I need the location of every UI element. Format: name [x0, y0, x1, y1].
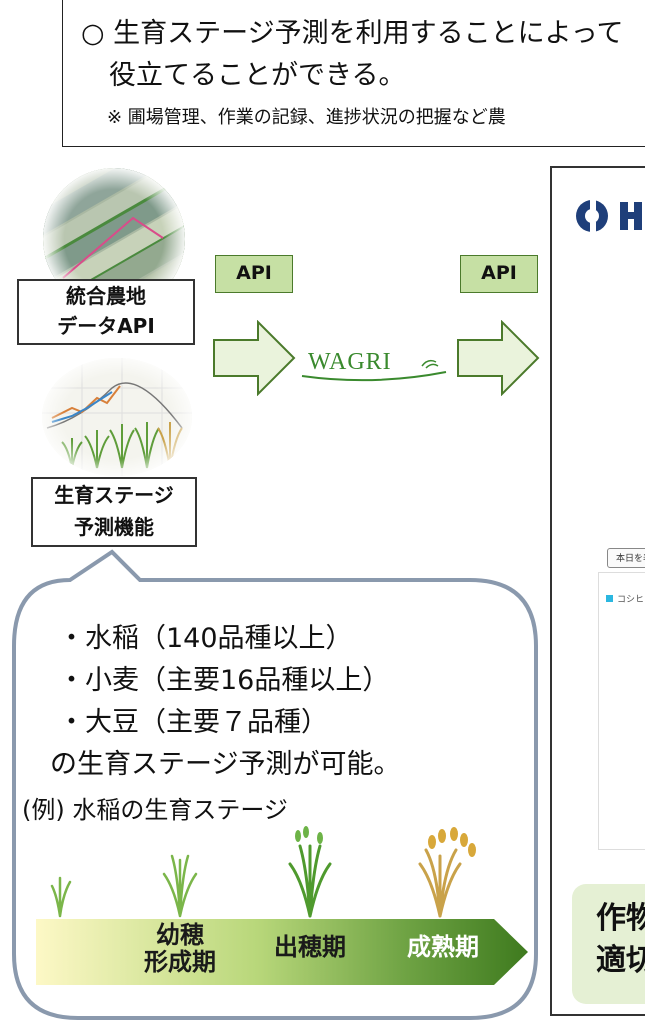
- bubble-example-caption: (例) 水稲の生育ステージ: [22, 796, 288, 824]
- arrow-right-icon: [213, 320, 296, 396]
- bubble-item-rice: ・水稲（140品種以上）: [58, 623, 353, 654]
- app-screenshot-panel: 本日を表 コシヒカリ 作物 適切: [550, 166, 645, 1016]
- header-line-2: 役立てることができる。: [109, 60, 406, 91]
- api-tag-right: API: [460, 255, 538, 293]
- wagri-logo-text: WAGRI: [308, 349, 392, 375]
- app-logo-icon: [576, 196, 642, 236]
- stage-panicle-formation-line-2: 形成期: [144, 948, 216, 976]
- bubble-item-soybean: ・大豆（主要７品種）: [58, 707, 328, 738]
- panel-callout-text: 作物 適切: [596, 898, 645, 982]
- stage-heading: 出穂期: [274, 933, 346, 961]
- speech-bubble: [12, 549, 538, 1020]
- stage-maturity: 成熟期: [407, 933, 479, 961]
- stage-panicle-formation: 幼穂 形成期: [132, 922, 228, 976]
- arrow-right-icon: [457, 320, 540, 396]
- growth-label-line-2: 予測機能: [74, 515, 154, 539]
- farmland-label-line-1: 統合農地: [66, 284, 146, 308]
- stage-panicle-formation-line-1: 幼穂: [156, 921, 204, 949]
- header-line-1: ○ 生育ステージ予測を利用することによって: [81, 18, 624, 49]
- panel-callout: [572, 884, 645, 1004]
- farmland-data-api-label: 統合農地 データAPI: [17, 279, 195, 345]
- legend-swatch: [606, 595, 613, 602]
- panel-callout-line-2: 適切: [596, 943, 645, 978]
- variety-legend: コシヒカリ: [606, 592, 645, 605]
- legend-label: コシヒカリ: [617, 595, 645, 605]
- chart-area: [598, 572, 645, 850]
- api-tag-left: API: [215, 255, 293, 293]
- bubble-item-wheat: ・小麦（主要16品種以上）: [58, 665, 390, 696]
- header-box: ○ 生育ステージ予測を利用することによって 役立てることができる。 ※ 圃場管理…: [62, 0, 645, 147]
- today-button[interactable]: 本日を表: [607, 548, 645, 568]
- header-note: ※ 圃場管理、作業の記録、進捗状況の把握など農: [107, 107, 506, 128]
- panel-callout-line-1: 作物: [596, 901, 645, 936]
- growth-stage-bar: [36, 919, 528, 985]
- rice-growth-illustration: [50, 826, 476, 918]
- farmland-label-line-2: データAPI: [57, 314, 155, 338]
- wagri-logo: WAGRI: [298, 342, 450, 382]
- growth-stage-prediction-label: 生育ステージ 予測機能: [31, 477, 197, 547]
- bubble-summary: の生育ステージ予測が可能。: [50, 749, 401, 780]
- growth-label-line-1: 生育ステージ: [54, 483, 174, 507]
- growth-chart-image: [42, 358, 192, 476]
